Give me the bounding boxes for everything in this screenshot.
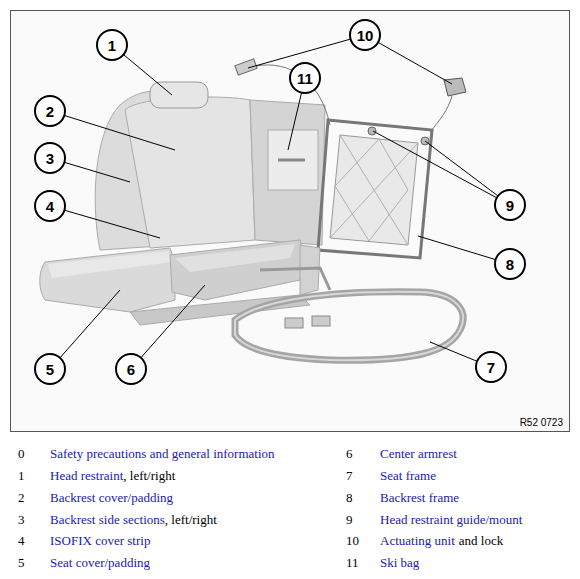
illustration-frame: R52 0723 1 10 11 2 3 9 4 8 7 5 6	[10, 10, 570, 432]
frame-hatching	[330, 135, 418, 245]
callout-number: 2	[46, 103, 54, 120]
head-restraint	[150, 82, 208, 108]
part-name-link: Backrest frame	[380, 490, 459, 505]
callout-circle: 9	[494, 189, 526, 221]
callout-circle: 3	[34, 142, 66, 174]
callout-number: 11	[297, 70, 313, 87]
ski-bag	[268, 130, 318, 190]
part-number: 10	[346, 533, 380, 549]
part-name-link: Backrest cover/padding	[50, 490, 173, 505]
callout-circle: 10	[349, 19, 381, 51]
leader-line	[50, 206, 160, 238]
part-name-link: Seat frame	[380, 468, 436, 483]
part-name-link: Safety precautions and general informati…	[50, 446, 275, 461]
callout-circle: 6	[115, 353, 147, 385]
legend-row: 9Head restraint guide/mount	[346, 512, 522, 528]
legend-row: 0Safety precautions and general informat…	[18, 446, 275, 462]
part-name-link: Backrest side sections	[50, 512, 165, 527]
legend-row: 1Head restraint, left/right	[18, 468, 175, 484]
leader-line	[131, 285, 205, 369]
callout-number: 9	[506, 197, 514, 214]
callout-circle: 2	[34, 95, 66, 127]
legend-row: 8Backrest frame	[346, 490, 459, 506]
part-number: 0	[18, 446, 50, 462]
leader-line	[50, 111, 175, 150]
frame-background	[10, 10, 570, 432]
callout-number: 7	[487, 359, 495, 376]
backrest-frame	[318, 120, 432, 258]
legend-row: 4ISOFIX cover strip	[18, 533, 150, 549]
part-number: 4	[18, 533, 50, 549]
callout-number: 3	[46, 150, 54, 167]
callout-number: 10	[357, 27, 374, 44]
part-number: 11	[346, 555, 380, 571]
part-note: , left/right	[123, 468, 175, 483]
legend-row: 7Seat frame	[346, 468, 436, 484]
backrest-padding	[125, 97, 255, 248]
part-number: 2	[18, 490, 50, 506]
figure-code: R52 0723	[520, 417, 563, 428]
part-number: 9	[346, 512, 380, 528]
part-number: 7	[346, 468, 380, 484]
part-number: 5	[18, 555, 50, 571]
part-name-link: Head restraint guide/mount	[380, 512, 522, 527]
callout-circle: 5	[34, 353, 66, 385]
callout-number: 5	[46, 361, 54, 378]
legend-row: 2Backrest cover/padding	[18, 490, 173, 506]
callout-circle: 4	[34, 190, 66, 222]
backrest-frame-panel	[330, 135, 418, 245]
lock-wire	[430, 96, 452, 132]
callout-circle: 1	[96, 29, 128, 61]
callout-number: 8	[506, 256, 514, 273]
callout-circle: 8	[494, 248, 526, 280]
part-name-link: Seat cover/padding	[50, 555, 150, 570]
part-name-link: Ski bag	[380, 555, 419, 570]
seat-top	[48, 251, 172, 278]
guide-mount	[368, 127, 376, 135]
leader-lines	[50, 35, 510, 369]
legend-row: 10Actuating unit and lock	[346, 533, 503, 549]
actuating-unit	[235, 59, 257, 75]
frame-bracket	[285, 318, 303, 328]
seat-cushion	[40, 248, 175, 312]
legend-row: 5Seat cover/padding	[18, 555, 150, 571]
part-note: , left/right	[165, 512, 217, 527]
part-number: 3	[18, 512, 50, 528]
part-number: 1	[18, 468, 50, 484]
callout-number: 1	[108, 37, 116, 54]
part-note: and lock	[459, 533, 503, 548]
callout-circle: 7	[475, 351, 507, 383]
legend-row: 3Backrest side sections, left/right	[18, 512, 217, 528]
legend-row: 11Ski bag	[346, 555, 419, 571]
frame-bar	[260, 268, 330, 290]
lock	[444, 78, 466, 96]
part-name-link: Actuating unit	[380, 533, 455, 548]
legend-row: 6Center armrest	[346, 446, 457, 462]
part-name-link: Center armrest	[380, 446, 457, 461]
armrest-top	[175, 244, 295, 272]
leader-line	[373, 131, 510, 205]
part-name-link: Head restraint	[50, 468, 123, 483]
callout-number: 6	[127, 361, 135, 378]
frame-bracket	[312, 316, 330, 326]
seat-frame	[235, 292, 463, 360]
callout-number: 4	[46, 198, 54, 215]
part-number: 6	[346, 446, 380, 462]
callout-circle: 11	[289, 62, 321, 94]
part-name-link: ISOFIX cover strip	[50, 533, 150, 548]
seat-frame-highlight	[235, 292, 463, 360]
backrest-center	[250, 100, 325, 245]
ski-bag-detail	[278, 159, 305, 162]
part-number: 8	[346, 490, 380, 506]
